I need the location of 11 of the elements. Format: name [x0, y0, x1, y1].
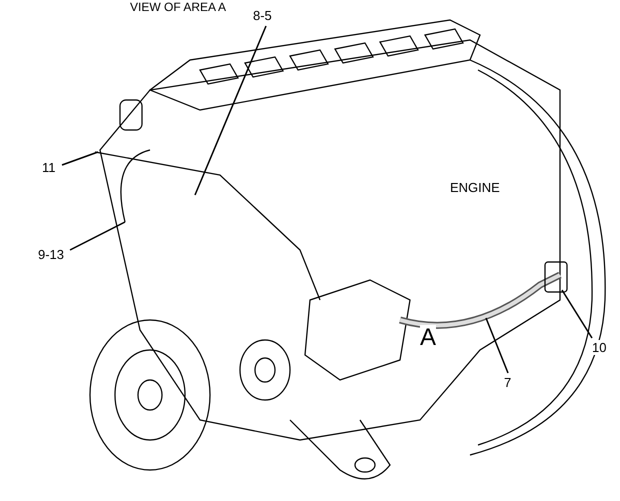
leader-line — [485, 318, 509, 374]
part-label: ENGINE — [450, 180, 500, 195]
callout-number: 9-13 — [38, 247, 64, 262]
callout-number: 7 — [504, 375, 512, 390]
leader-line — [62, 151, 98, 166]
callout-number: 11 — [42, 160, 56, 175]
callout-number: 10 — [592, 340, 606, 355]
leader-line — [561, 290, 593, 338]
leader-line — [70, 221, 126, 251]
leader-line — [194, 26, 267, 196]
callout-number: 8-5 — [253, 8, 272, 23]
